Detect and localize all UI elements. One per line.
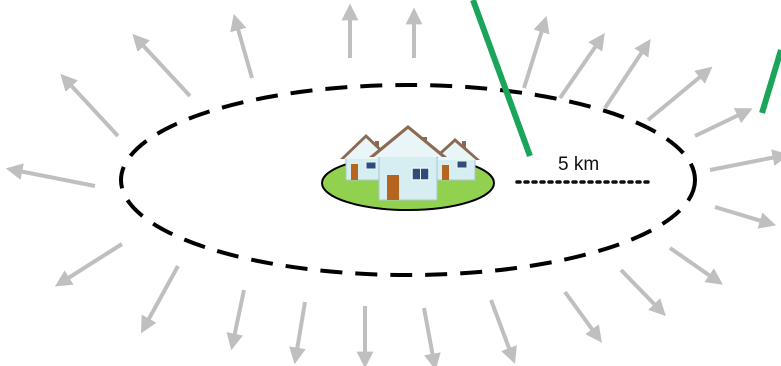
green-line-left — [470, 0, 533, 158]
radiating-arrows — [5, 3, 781, 366]
outward-arrow — [646, 66, 713, 122]
radius-label: 5 km — [558, 154, 599, 175]
outward-arrow — [489, 299, 517, 364]
house-icon — [369, 125, 447, 201]
outward-arrow — [60, 73, 120, 138]
outward-arrow — [563, 290, 602, 343]
outward-arrow — [603, 38, 651, 110]
house-icon — [431, 138, 480, 181]
outward-arrow — [230, 13, 254, 79]
outward-arrow — [714, 205, 777, 229]
outward-arrow — [132, 33, 192, 98]
outward-arrow — [54, 242, 124, 287]
outward-arrow — [422, 307, 441, 366]
outward-arrow — [226, 289, 246, 351]
outward-arrow — [619, 268, 666, 317]
outward-arrow — [5, 163, 96, 188]
outward-arrow — [289, 301, 307, 365]
outward-arrow — [522, 15, 550, 89]
outward-arrow — [709, 149, 781, 172]
radius-boundary — [119, 83, 697, 277]
outward-arrow — [140, 265, 180, 334]
outward-arrow — [694, 108, 753, 138]
green-line-right — [759, 49, 781, 114]
outward-arrow — [668, 246, 723, 285]
outward-arrow — [558, 33, 605, 100]
